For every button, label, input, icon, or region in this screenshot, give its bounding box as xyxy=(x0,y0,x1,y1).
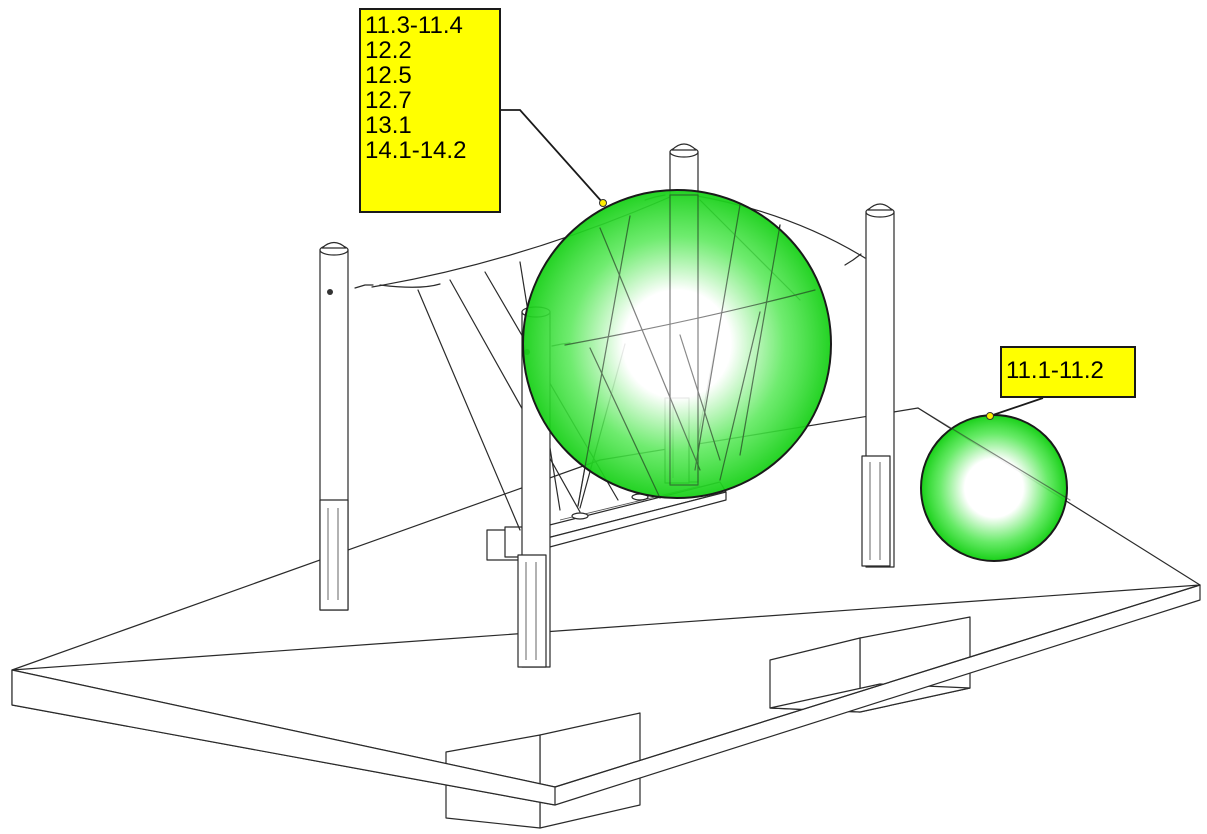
platform-slab xyxy=(11,407,1201,806)
callout-line: 12.5 xyxy=(365,62,412,89)
callout-line: 13.1 xyxy=(365,112,412,139)
callout-large: 11.3-11.4 12.2 12.5 12.7 13.1 14.1-14.2 xyxy=(359,8,501,213)
highlight-zone-large xyxy=(522,189,832,499)
anchor-dot-large xyxy=(599,199,607,207)
net-through-zone xyxy=(564,194,1071,507)
highlight-zone-small xyxy=(920,414,1068,562)
leader-line-large xyxy=(500,109,604,204)
anchor-dot-small xyxy=(986,412,994,420)
callout-line: 12.7 xyxy=(365,87,412,114)
callout-line: 11.3-11.4 xyxy=(365,12,463,39)
callout-line: 14.1-14.2 xyxy=(365,137,467,164)
post-back-left xyxy=(319,241,349,611)
leader-line-small xyxy=(989,397,1044,417)
callout-small: 11.1-11.2 xyxy=(1000,346,1136,398)
callout-line: 11.1-11.2 xyxy=(1006,357,1104,384)
post-back-right xyxy=(861,203,895,568)
callout-line: 12.2 xyxy=(365,37,412,64)
